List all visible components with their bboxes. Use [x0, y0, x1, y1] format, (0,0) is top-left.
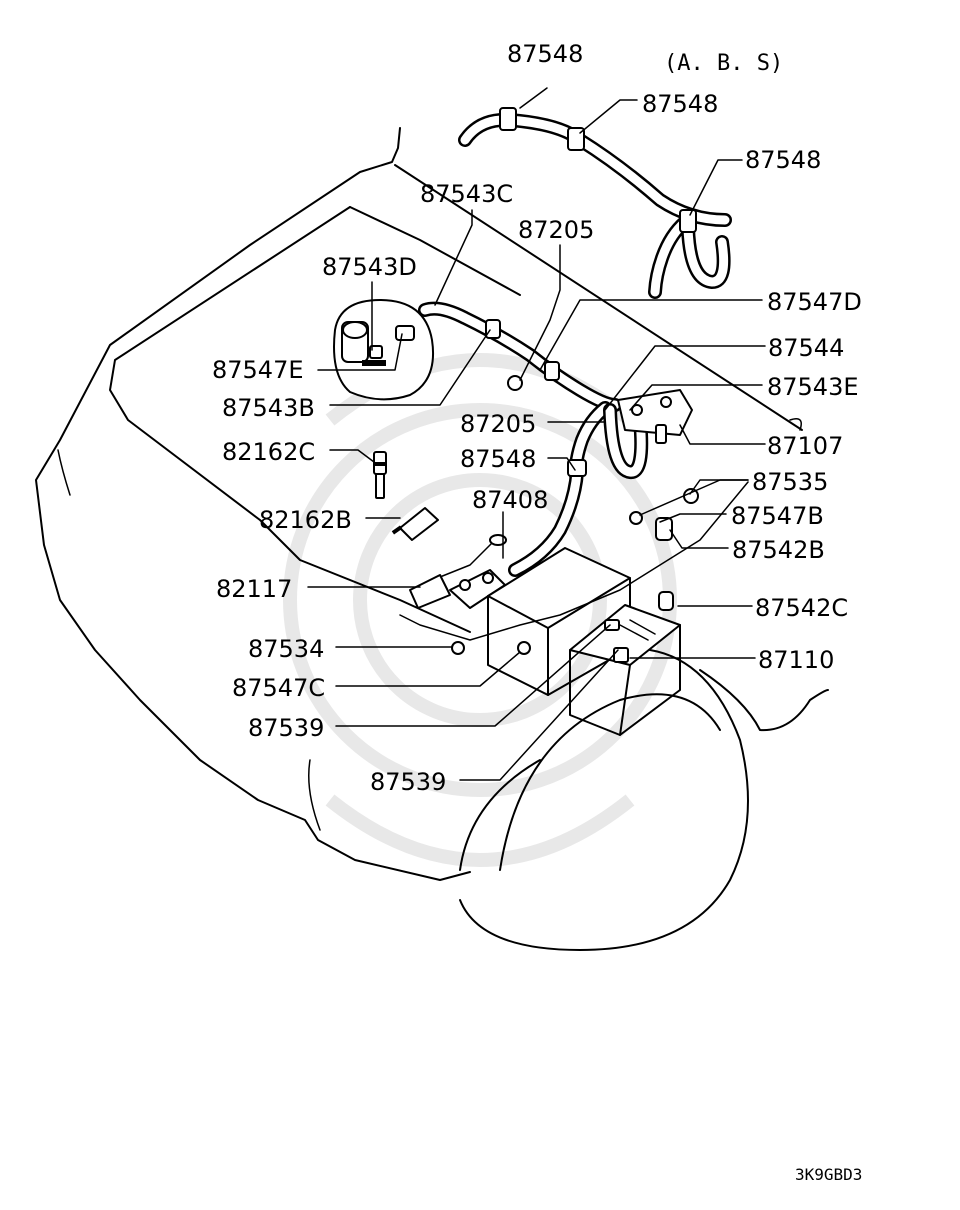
callout-87548-lower: 87548: [460, 445, 536, 473]
vacuum-hose: [418, 301, 622, 412]
glow-plug-82162c: [373, 451, 387, 499]
callout-87205-mid: 87205: [460, 410, 536, 438]
brake-booster: [333, 299, 434, 401]
callout-87110: 87110: [758, 646, 834, 674]
callout-87408: 87408: [472, 486, 548, 514]
callout-82162c: 82162C: [222, 438, 315, 466]
callout-87548-top: 87548: [507, 40, 583, 68]
callout-87543b: 87543B: [222, 394, 315, 422]
drawing-code: 3K9GBD3: [795, 1165, 862, 1184]
callout-87534: 87534: [248, 635, 324, 663]
callout-87548-mid: 87548: [642, 90, 718, 118]
callout-87544: 87544: [768, 334, 844, 362]
callout-82117: 82117: [216, 575, 292, 603]
callout-82162b: 82162B: [259, 506, 352, 534]
lower-hose: [508, 459, 587, 577]
callout-87547c: 87547C: [232, 674, 325, 702]
callout-labels: 87548 87548 87548 87543C 87205 87543D 87…: [212, 40, 862, 1184]
vehicle-body-outline: [35, 127, 829, 951]
callout-87539-lower: 87539: [370, 768, 446, 796]
callout-87543d: 87543D: [322, 253, 417, 281]
callout-87542c: 87542C: [755, 594, 848, 622]
leader-lines: [307, 87, 766, 781]
abs-note: (A. B. S): [664, 51, 783, 76]
callout-87535: 87535: [752, 468, 828, 496]
callout-87547b: 87547B: [731, 502, 824, 530]
callout-87107: 87107: [767, 432, 843, 460]
callout-87539-upper: 87539: [248, 714, 324, 742]
callout-87547d: 87547D: [767, 288, 862, 316]
callout-87548-right: 87548: [745, 146, 821, 174]
abs-hose-assembly: [458, 107, 732, 299]
callout-87205-top: 87205: [518, 216, 594, 244]
callout-87542b: 87542B: [732, 536, 825, 564]
callout-87543e: 87543E: [767, 373, 859, 401]
fasteners: [451, 488, 699, 655]
callout-87547e: 87547E: [212, 356, 304, 384]
callout-87543c: 87543C: [420, 180, 513, 208]
sensor-82162b: [391, 507, 439, 541]
